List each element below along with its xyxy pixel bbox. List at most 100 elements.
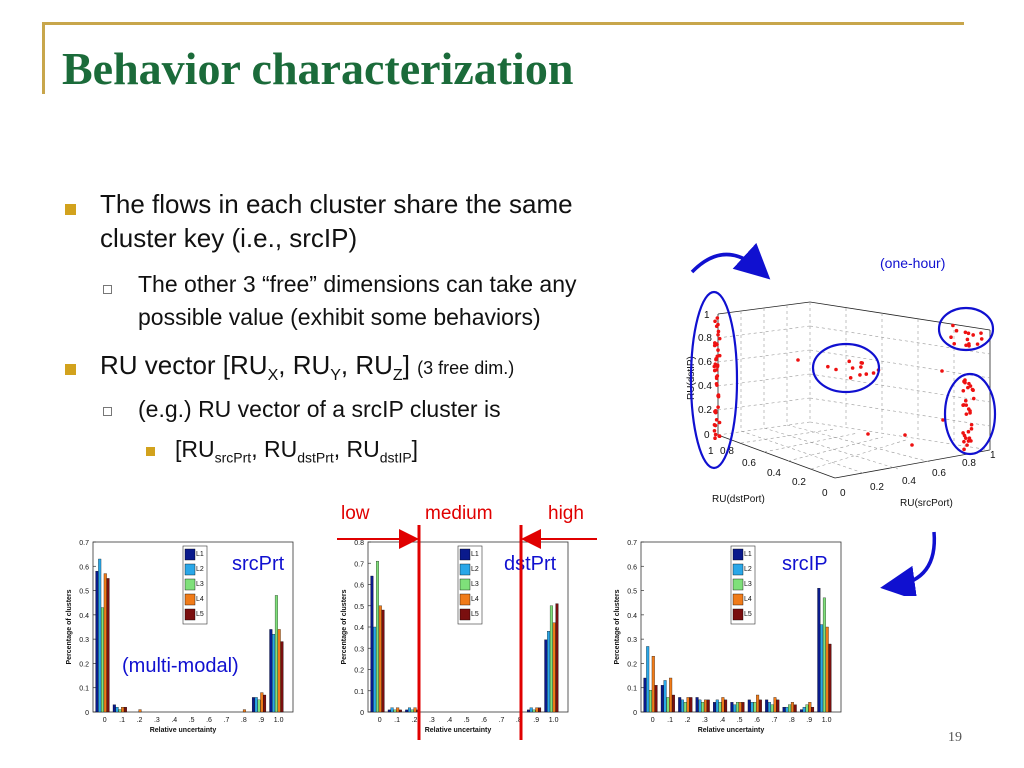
histogram-bar xyxy=(272,634,276,713)
legend-swatch xyxy=(732,578,744,591)
x-axis-label: Relative uncertainty xyxy=(425,727,492,734)
hollow-square-bullet-icon xyxy=(103,285,112,294)
srcip-histogram: 00.10.20.30.40.50.60.70.1.2.3.4.5.6.7.8.… xyxy=(614,540,842,734)
histogram-bar xyxy=(260,692,264,713)
scatter-point xyxy=(971,396,976,401)
legend-swatch xyxy=(184,548,196,561)
scatter-point xyxy=(712,428,717,433)
scatter-point xyxy=(964,403,969,407)
x-tick-label: .2 xyxy=(412,717,418,724)
bullet-square-icon xyxy=(65,204,76,215)
x-tick-label: .9 xyxy=(806,717,812,724)
scatter-point xyxy=(713,319,717,324)
x-tick-label: .9 xyxy=(533,717,539,724)
histogram-bar xyxy=(825,626,829,713)
scatter-point xyxy=(970,387,975,392)
x-tick-label: .1 xyxy=(119,717,125,724)
scatter-point xyxy=(713,342,718,347)
histogram-bar xyxy=(660,685,664,713)
histogram-bar xyxy=(251,697,255,713)
legend-label: L3 xyxy=(196,581,204,588)
x-tick-label: .4 xyxy=(446,717,452,724)
scatter-point xyxy=(963,378,967,382)
histogram-bar xyxy=(738,702,742,713)
histogram-bar xyxy=(701,702,705,713)
y-tick-label: 0 xyxy=(633,710,637,717)
legend-label: L5 xyxy=(744,611,752,618)
svg-text:0.4: 0.4 xyxy=(767,468,781,479)
legend-swatch xyxy=(459,578,471,591)
svg-text:1: 1 xyxy=(704,310,710,321)
x-tick-label: 0 xyxy=(651,717,655,724)
scatter-point xyxy=(717,420,722,425)
y-tick-label: 0.3 xyxy=(627,637,637,644)
histogram-bar xyxy=(747,699,751,713)
scatter-point xyxy=(969,439,973,443)
scatter-point xyxy=(848,376,853,380)
histogram-bar xyxy=(805,704,809,713)
scatter-point xyxy=(864,372,869,376)
x-tick-label: .9 xyxy=(258,717,264,724)
scatter-point xyxy=(717,353,722,358)
histogram-bar xyxy=(790,702,794,713)
histogram-bar xyxy=(730,702,734,713)
cluster-highlight-ellipses xyxy=(689,290,997,470)
y-axis-label: RU(srcPort) xyxy=(900,498,953,509)
histogram-bar xyxy=(115,706,119,713)
y-tick-label: 0.7 xyxy=(79,540,89,547)
ru-3d-scatter-plot: (one-hour) 1 0.8 0.6 0.4 0.2 0 1 0.8 0.6… xyxy=(686,242,997,509)
x-tick-label: .3 xyxy=(154,717,160,724)
dstprt-histogram: 00.10.20.30.40.50.60.70.80.1.2.3.4.5.6.7… xyxy=(341,540,569,734)
scatter-point xyxy=(963,330,968,335)
histogram-bar xyxy=(828,643,832,713)
legend-swatch xyxy=(184,593,196,606)
x-tick-label: .2 xyxy=(685,717,691,724)
scatter-point xyxy=(952,341,957,346)
scatter-point xyxy=(713,432,718,437)
x-tick-label: .5 xyxy=(464,717,470,724)
histogram-bar xyxy=(257,699,261,713)
scatter-point xyxy=(979,331,983,335)
scatter-point xyxy=(714,381,719,386)
histogram-bar xyxy=(713,702,716,713)
scatter-point xyxy=(714,357,718,362)
histogram-bar xyxy=(799,709,803,713)
bullet-2a: (e.g.) RU vector of a srcIP cluster is xyxy=(138,396,501,422)
legend-label: L4 xyxy=(744,596,752,603)
scatter-point xyxy=(826,364,830,369)
scatter-point xyxy=(716,329,721,334)
histogram-bar xyxy=(654,685,658,713)
x-tick-label: .7 xyxy=(224,717,230,724)
svg-text:0: 0 xyxy=(822,488,828,499)
scatter-point xyxy=(714,368,719,372)
svg-text:0.4: 0.4 xyxy=(698,381,712,392)
y-tick-label: 0.1 xyxy=(354,689,364,696)
one-hour-label: (one-hour) xyxy=(880,255,945,271)
histogram-bar xyxy=(651,655,655,713)
scatter-point xyxy=(847,359,852,364)
x-axis-label: Relative uncertainty xyxy=(698,727,765,734)
scatter-point xyxy=(969,427,974,431)
legend-label: L2 xyxy=(471,566,479,573)
histogram-bar xyxy=(706,699,710,713)
multi-modal-label: (multi-modal) xyxy=(122,655,239,677)
scatter-point xyxy=(713,436,717,441)
histogram-bar xyxy=(274,595,278,713)
histogram-bar xyxy=(681,699,684,713)
histogram-bar xyxy=(686,697,690,713)
x-tick-label: .5 xyxy=(189,717,195,724)
scatter-point xyxy=(850,366,855,370)
bullet-1: The flows in each cluster share the same… xyxy=(100,187,573,255)
legend-label: L2 xyxy=(744,566,752,573)
y-tick-label: 0.5 xyxy=(79,589,89,596)
x-tick-label: .4 xyxy=(171,717,177,724)
scatter-point xyxy=(717,434,721,438)
scatter-point xyxy=(716,332,720,337)
histogram-bar xyxy=(683,702,687,713)
legend-label: L2 xyxy=(196,566,204,573)
histogram-bar xyxy=(671,694,675,713)
low-label: low xyxy=(341,503,370,524)
histogram-bar xyxy=(555,603,559,713)
scatter-point xyxy=(717,336,722,341)
scatter-point xyxy=(716,393,721,397)
